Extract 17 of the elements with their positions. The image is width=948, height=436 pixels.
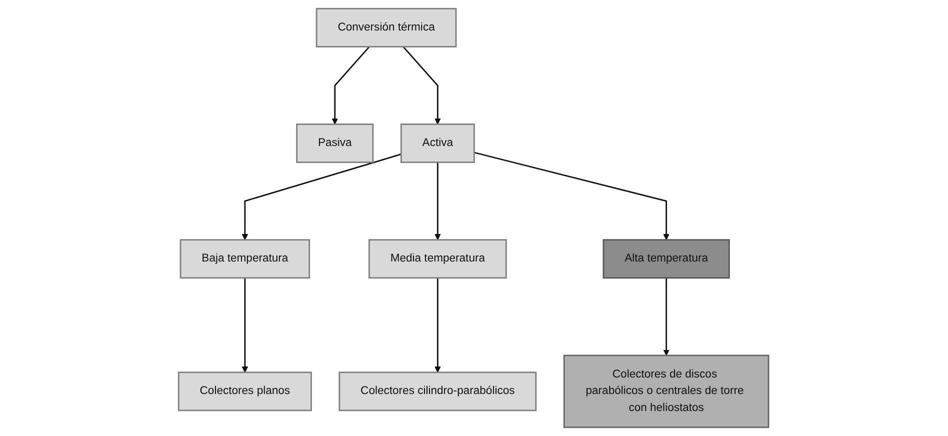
arrow xyxy=(434,278,442,373)
node-box: Colectores planos xyxy=(178,372,312,412)
node-box: Baja temperatura xyxy=(180,239,310,279)
node-box: Alta temperatura xyxy=(603,239,730,279)
arrow xyxy=(242,278,248,373)
node-box: Pasiva xyxy=(296,124,374,164)
arrow xyxy=(474,152,670,240)
node-box: Activa xyxy=(400,124,476,164)
arrow xyxy=(434,162,442,240)
node-box: Media temperatura xyxy=(368,239,508,279)
node-box: Colectores de discos parabólicos o centrales de torre con heliostatos xyxy=(564,354,770,428)
node-box: Colectores cilindro-parabólicos xyxy=(339,372,538,412)
arrow xyxy=(664,278,670,356)
arrow xyxy=(242,154,402,240)
node-box: Conversión térmica xyxy=(316,8,458,48)
arrow xyxy=(403,46,442,125)
arrow xyxy=(332,46,370,125)
